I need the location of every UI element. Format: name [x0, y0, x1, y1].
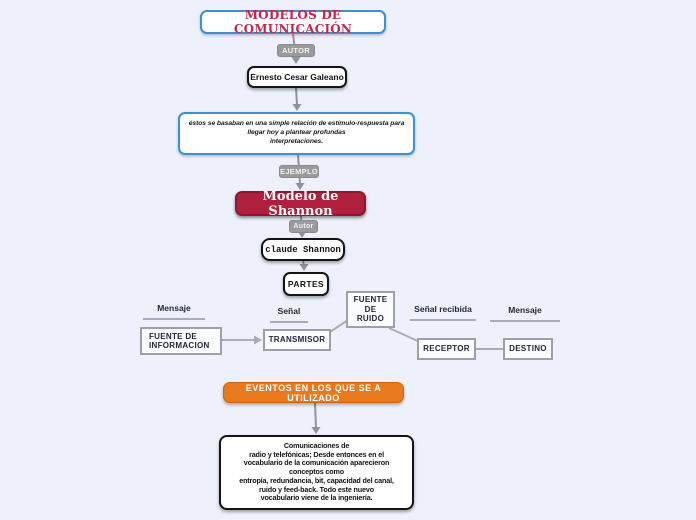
description-node[interactable]: éstos se basaban en una simple relación …: [178, 112, 415, 155]
flow-box-fuente-ruido[interactable]: FUENTE DE RUIDO: [346, 291, 395, 328]
arrowhead-icon: [292, 104, 302, 111]
shannon-model-node[interactable]: Modelo de Shannon: [235, 189, 366, 219]
arrowhead-icon: [311, 427, 321, 434]
arrowhead-icon: [291, 57, 301, 64]
flow-label-mensaje-out: Mensaje: [490, 305, 560, 322]
partes-node[interactable]: PARTES: [283, 272, 329, 296]
flow-box-destino[interactable]: DESTINO: [503, 338, 553, 360]
flow-box-receptor[interactable]: RECEPTOR: [417, 338, 476, 360]
relation-badge-autor: AUTOR: [277, 44, 315, 57]
author-name-node[interactable]: Ernesto Cesar Galeano: [247, 66, 347, 88]
flow-lines: [222, 319, 503, 350]
flow-box-fuente-informacion[interactable]: FUENTE DE INFORMACION: [140, 327, 222, 355]
eventos-node[interactable]: EVENTOS EN LOS QUE SE A UTILIZADO: [223, 382, 404, 403]
eventos-detail-node[interactable]: Comunicaciones de radio y telefónicas; D…: [219, 435, 414, 510]
line-transmisor-ruido: [329, 319, 349, 333]
flow-label-mensaje-in: Mensaje: [143, 303, 205, 320]
arrowhead-icon: [254, 335, 262, 345]
arrowhead-icon: [299, 264, 309, 271]
relation-badge-autor-small: Autor: [289, 220, 318, 233]
claude-shannon-node[interactable]: claude Shannon: [261, 238, 345, 261]
arrow-line-author-description: [295, 87, 298, 106]
relation-badge-ejemplo: EJEMPLO: [279, 165, 319, 178]
arrowhead-icon: [295, 183, 305, 190]
flow-label-senal-recibida: Señal recibida: [410, 304, 476, 321]
title-node[interactable]: MODELOS DE COMUNICACIÓN: [200, 8, 386, 36]
flow-label-senal: Señal: [270, 306, 308, 323]
flow-box-transmisor[interactable]: TRANSMISOR: [263, 329, 331, 351]
line-ruido-receptor: [388, 327, 421, 343]
arrow-line-eventos-detail: [314, 402, 317, 429]
